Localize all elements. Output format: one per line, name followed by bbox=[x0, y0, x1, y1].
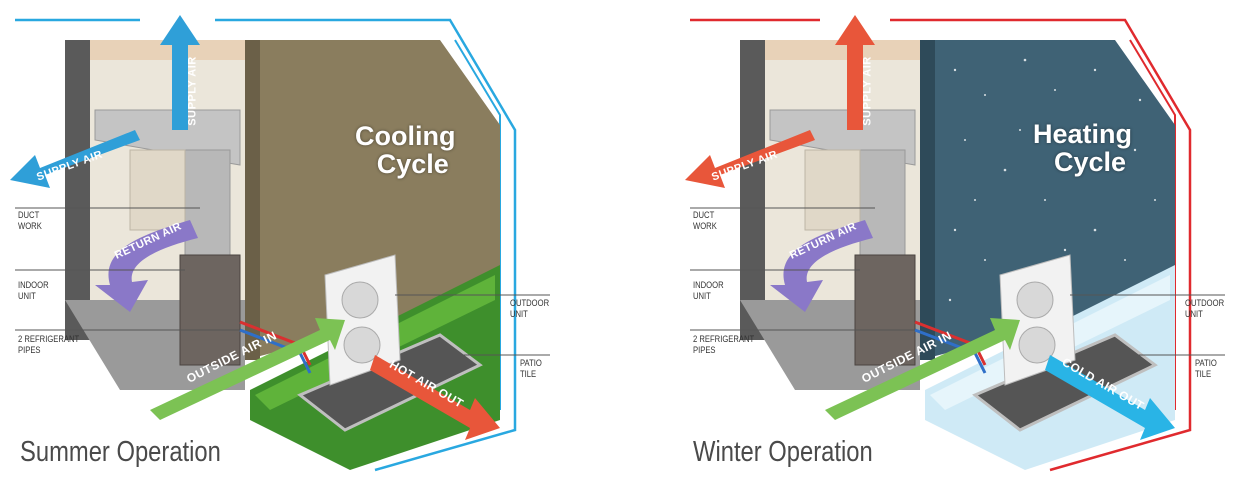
indoor-unit-label: INDOOR UNIT bbox=[693, 280, 724, 301]
outside-air-in-arrow bbox=[825, 318, 1020, 420]
outdoor-air-out-arrow bbox=[1045, 355, 1175, 440]
return-air-arrow bbox=[95, 220, 198, 312]
wall-edge bbox=[920, 40, 935, 360]
summer-panel: Cooling Cycle SUPPLY AIR SUPPLY AIR RETU… bbox=[0, 0, 620, 492]
title-line2: Cycle bbox=[376, 149, 449, 179]
summer-illustration bbox=[10, 15, 550, 472]
fan-icon bbox=[1016, 281, 1054, 319]
outdoor-unit-label: OUTDOOR UNIT bbox=[510, 298, 550, 319]
supply-air-up-label: SUPPLY AIR bbox=[861, 56, 874, 126]
exterior-wall bbox=[920, 40, 1175, 360]
winter-panel: Heating Cycle SUPPLY AIR SUPPLY AIR RETU… bbox=[625, 0, 1245, 492]
exterior-wall bbox=[245, 40, 500, 360]
indoor-unit bbox=[179, 254, 241, 366]
fan-icon bbox=[1018, 326, 1056, 364]
cycle-outline bbox=[215, 18, 517, 472]
cycle-title: Heating Cycle bbox=[1033, 120, 1132, 176]
supply-air-left-arrow bbox=[685, 130, 815, 188]
door bbox=[129, 149, 186, 231]
outdoor-unit bbox=[324, 254, 401, 386]
door bbox=[804, 149, 861, 231]
winter-illustration bbox=[685, 15, 1225, 472]
cycle-title: Cooling Cycle bbox=[355, 122, 455, 178]
outdoor-unit bbox=[999, 254, 1076, 386]
wall-edge bbox=[245, 40, 260, 360]
supply-air-up-arrow bbox=[835, 15, 875, 130]
outdoor-air-out-arrow bbox=[370, 355, 500, 440]
refrigerant-pipes-label: 2 REFRIGERANT PIPES bbox=[18, 334, 80, 355]
snow-flakes bbox=[948, 58, 1161, 302]
operation-caption: Winter Operation bbox=[693, 436, 873, 468]
indoor-unit-label: INDOOR UNIT bbox=[18, 280, 49, 301]
left-wall-edge bbox=[740, 40, 765, 340]
patio-tile-label: PATIO TILE bbox=[1195, 358, 1217, 379]
fan-icon bbox=[343, 326, 381, 364]
title-line1: Heating bbox=[1033, 119, 1133, 149]
return-air-arrow bbox=[770, 220, 873, 312]
refrigerant-pipes-label: 2 REFRIGERANT PIPES bbox=[693, 334, 755, 355]
indoor-unit bbox=[854, 254, 916, 366]
supply-air-left-arrow bbox=[10, 130, 140, 188]
title-line2: Cycle bbox=[1053, 147, 1127, 177]
supply-air-up-label: SUPPLY AIR bbox=[186, 56, 199, 126]
supply-air-up-arrow bbox=[160, 15, 200, 130]
cycle-outline bbox=[890, 18, 1192, 472]
outdoor-unit-label: OUTDOOR UNIT bbox=[1185, 298, 1225, 319]
duct-work-label: DUCT WORK bbox=[18, 210, 42, 231]
operation-caption: Summer Operation bbox=[20, 436, 221, 468]
outside-air-in-arrow bbox=[150, 318, 345, 420]
patio-tile-label: PATIO TILE bbox=[520, 358, 542, 379]
duct-work-label: DUCT WORK bbox=[693, 210, 717, 231]
left-wall-edge bbox=[65, 40, 90, 340]
title-line1: Cooling bbox=[355, 121, 456, 151]
fan-icon bbox=[341, 281, 379, 319]
